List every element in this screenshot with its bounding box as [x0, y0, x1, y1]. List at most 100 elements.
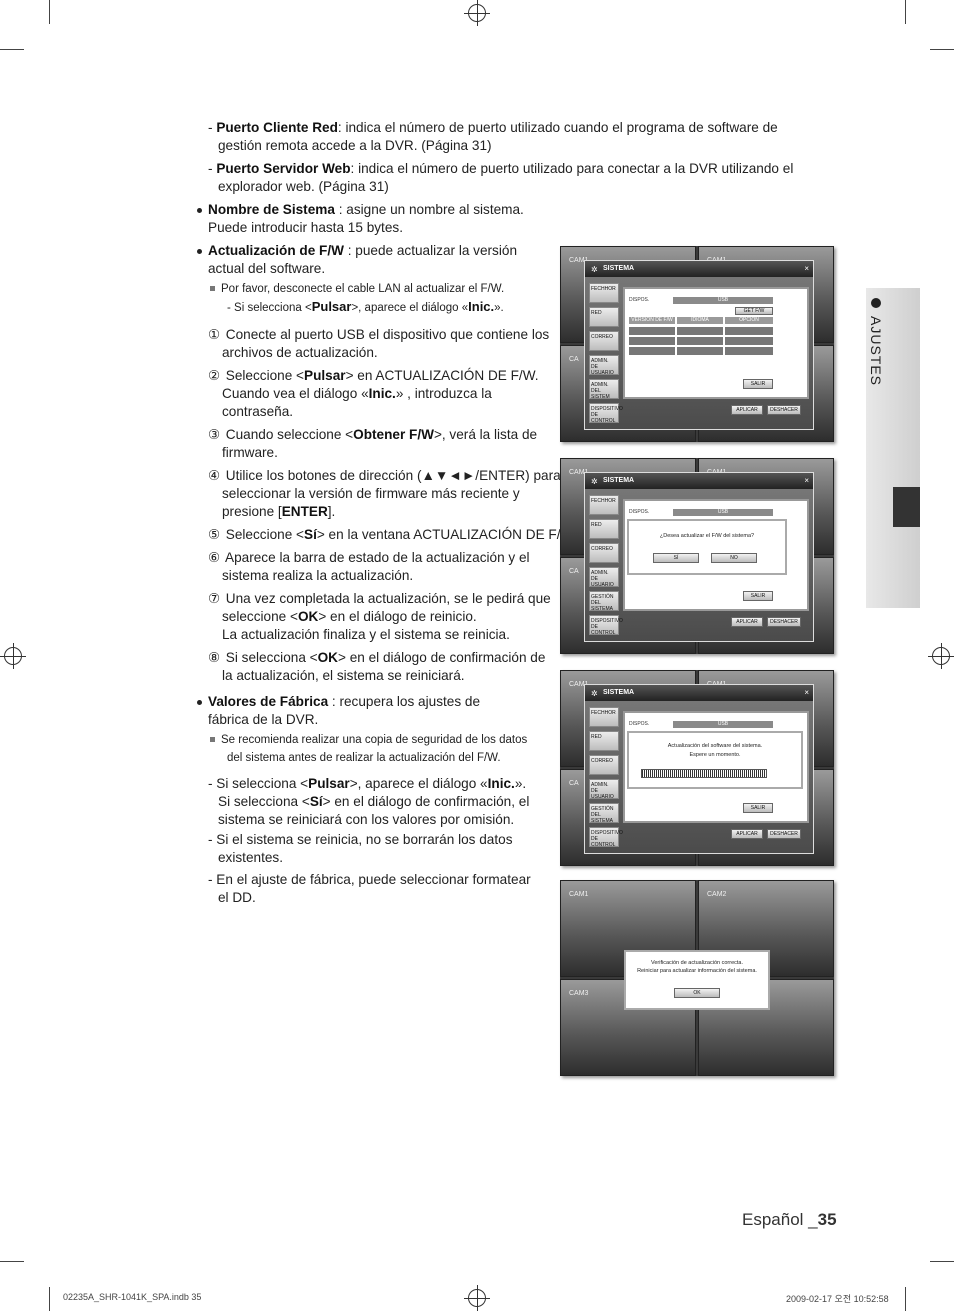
menu-correo[interactable]: CORREO	[589, 755, 619, 775]
note-icon	[210, 286, 215, 292]
deshacer-button[interactable]: DESHACER	[767, 829, 801, 839]
salir-button[interactable]: SALIR	[743, 591, 773, 601]
gear-icon: ✲	[591, 689, 598, 698]
progress-dialog: Actualización del software del sistema. …	[627, 731, 803, 789]
ok-button[interactable]: OK	[674, 988, 720, 998]
crop-mark	[905, 1287, 906, 1311]
confirm-message: ¿Desea actualizar el F/W del sistema?	[659, 533, 755, 539]
menu-admin-usuario[interactable]: ADMIN.DE USUARIO	[589, 355, 619, 376]
success-dialog: Verificación de actualización correcta. …	[624, 950, 770, 1010]
deshacer-button[interactable]: DESHACER	[767, 617, 801, 627]
close-icon[interactable]: ×	[804, 688, 809, 697]
table-cell[interactable]	[725, 337, 773, 345]
close-icon[interactable]: ×	[804, 476, 809, 485]
aplicar-button[interactable]: APLICAR	[731, 617, 763, 627]
step-6: ⑥ Aparece la barra de estado de la actua…	[208, 550, 530, 565]
table-cell[interactable]	[629, 327, 675, 335]
get-fw-button[interactable]: GET F/W	[735, 307, 773, 315]
bullet-icon	[197, 699, 202, 705]
screenshot-fw-list: CAM1 CAM1 CA SISTEMA ✲ × FECHHOR RED COR…	[560, 246, 834, 442]
fw-panel: DISPOS. USB ¿Desea actualizar el F/W del…	[623, 499, 809, 611]
text-line: fábrica de la DVR.	[208, 712, 319, 727]
crop-mark	[930, 1261, 954, 1262]
registration-mark-icon	[464, 0, 490, 26]
note: Se recomienda realizar una copia de segu…	[210, 732, 527, 748]
menu-correo[interactable]: CORREO	[589, 543, 619, 563]
page-number: Español _35	[742, 1210, 837, 1229]
dispos-select[interactable]: USB	[673, 297, 773, 304]
table-cell[interactable]	[629, 337, 675, 345]
no-button[interactable]: NO	[711, 553, 757, 563]
deshacer-button[interactable]: DESHACER	[767, 405, 801, 415]
print-date-info: 2009-02-17 오전 10:52:58	[786, 1294, 889, 1304]
sistema-dialog: SISTEMA ✲ × FECHHOR RED CORREO ADMIN.DE …	[584, 684, 814, 854]
sistema-dialog: SISTEMA ✲ × FECHHOR RED CORREO ADMIN.DE …	[584, 260, 814, 430]
menu-fecha[interactable]: FECHHOR	[589, 283, 619, 303]
column-header: IDIOMA	[677, 317, 723, 324]
text-line: la actualización, el sistema se reinicia…	[222, 668, 465, 683]
dash-item: - Si el sistema se reinicia, no se borra…	[208, 832, 513, 847]
crop-mark	[905, 0, 906, 24]
crop-mark	[49, 0, 50, 24]
dash-item: - En el ajuste de fábrica, puede selecci…	[208, 872, 531, 887]
item-actualizacion: Actualización de F/W : puede actualizar …	[197, 242, 517, 260]
crop-mark	[49, 1287, 50, 1311]
item-puerto-cliente: - Puerto Cliente Red: indica el número d…	[208, 120, 778, 135]
menu-admin-sistema[interactable]: ADMIN.DEL SISTEM	[589, 379, 619, 400]
step-8: ⑧ Si selecciona <OK> en el diálogo de co…	[208, 650, 546, 665]
menu-admin-usuario[interactable]: ADMIN.DE USUARIO	[589, 567, 619, 588]
item-puerto-servidor: - Puerto Servidor Web: indica el número …	[208, 161, 794, 176]
table-cell[interactable]	[725, 347, 773, 355]
success-message: Reiniciar para actualizar información de…	[637, 968, 757, 974]
note-icon	[210, 737, 215, 743]
dispos-select[interactable]: USB	[673, 721, 773, 728]
crop-mark	[0, 49, 24, 50]
aplicar-button[interactable]: APLICAR	[731, 829, 763, 839]
salir-button[interactable]: SALIR	[743, 803, 773, 813]
table-cell[interactable]	[677, 327, 723, 335]
item-nombre-sistema: Nombre de Sistema : asigne un nombre al …	[197, 201, 524, 219]
bullet-icon	[197, 248, 202, 254]
fw-panel: DISPOS. USB Actualización del software d…	[623, 711, 809, 823]
aplicar-button[interactable]: APLICAR	[731, 405, 763, 415]
dialog-title: SISTEMA	[585, 473, 813, 489]
registration-mark-icon	[464, 1285, 490, 1311]
text-line: contraseña.	[222, 404, 294, 419]
menu-fecha[interactable]: FECHHOR	[589, 495, 619, 515]
table-cell[interactable]	[677, 347, 723, 355]
registration-mark-icon	[0, 643, 26, 669]
text-line: archivos de actualización.	[222, 345, 378, 360]
step-5: ⑤ Seleccione <Sí> en la ventana ACTUALIZ…	[208, 527, 577, 542]
bullet-icon	[197, 207, 202, 213]
crop-mark	[930, 49, 954, 50]
menu-red[interactable]: RED	[589, 307, 619, 327]
menu-admin-usuario[interactable]: ADMIN.DE USUARIO	[589, 779, 619, 800]
menu-red[interactable]: RED	[589, 731, 619, 751]
close-icon[interactable]: ×	[804, 264, 809, 273]
progress-message: Espere un momento.	[689, 752, 741, 758]
si-button[interactable]: SÍ	[653, 553, 699, 563]
dispos-select[interactable]: USB	[673, 509, 773, 516]
table-cell[interactable]	[725, 327, 773, 335]
table-cell[interactable]	[629, 347, 675, 355]
salir-button[interactable]: SALIR	[743, 379, 773, 389]
table-cell[interactable]	[677, 337, 723, 345]
note: del sistema antes de realizar la actuali…	[227, 752, 501, 764]
side-tab-marker	[893, 487, 920, 527]
gear-icon: ✲	[591, 477, 598, 486]
step-3: ③ Cuando seleccione <Obtener F/W>, verá …	[208, 427, 538, 442]
menu-fecha[interactable]: FECHHOR	[589, 707, 619, 727]
step-2: ② Seleccione <Pulsar> en ACTUALIZACIÓN D…	[208, 368, 539, 383]
menu-correo[interactable]: CORREO	[589, 331, 619, 351]
step-1: ① Conecte al puerto USB el dispositivo q…	[208, 327, 550, 342]
text-line: gestión remota accede a la DVR. (Página …	[218, 138, 492, 153]
dialog-title: SISTEMA	[585, 685, 813, 701]
menu-red[interactable]: RED	[589, 519, 619, 539]
dispos-label: DISPOS.	[629, 297, 650, 303]
text-line: Si selecciona <Sí> en el diálogo de conf…	[218, 794, 530, 809]
